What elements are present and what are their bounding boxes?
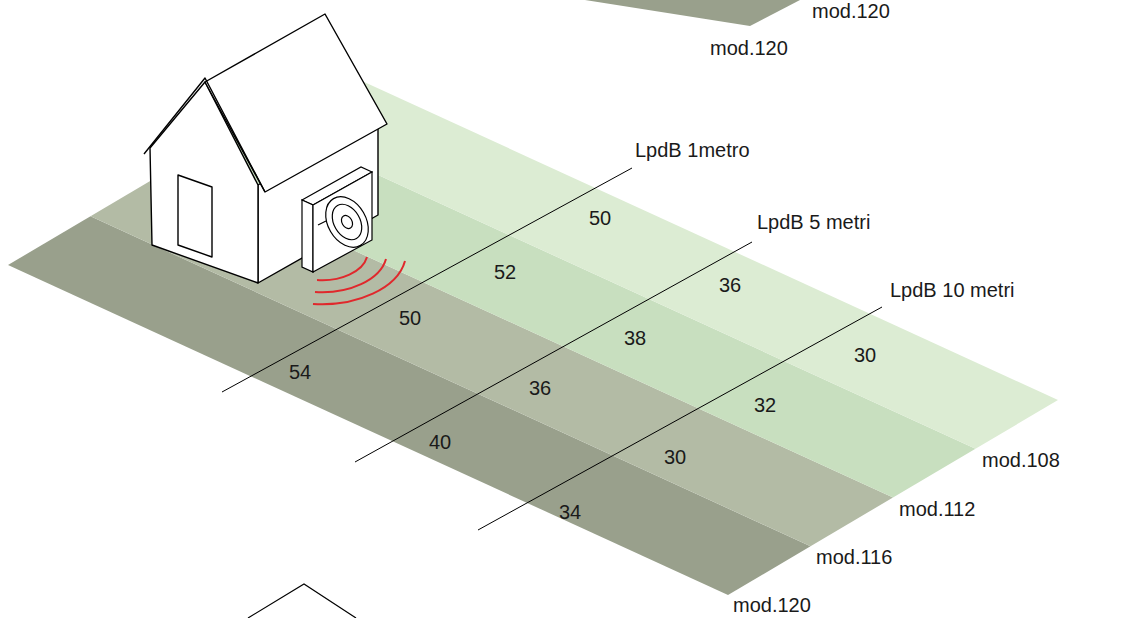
fan-grille: [326, 199, 368, 245]
sound-wave: [315, 259, 386, 292]
sound-level: 38: [624, 328, 646, 348]
heat-pump-side: [302, 200, 313, 272]
fan-grille: [317, 189, 377, 255]
sound-level: 50: [589, 208, 611, 228]
house-roof: [205, 14, 387, 192]
heat-pump-front: [313, 172, 372, 272]
distance-label: LpdB 1metro: [635, 140, 750, 160]
sound-level: 30: [854, 345, 876, 365]
measure-line: [355, 242, 752, 462]
house: [144, 14, 387, 283]
sound-level: 50: [399, 308, 421, 328]
sound-wave: [317, 257, 367, 280]
fan-hub: [339, 213, 355, 230]
model-label: mod.116: [816, 547, 892, 567]
distance-label: LpdB 5 metri: [757, 212, 870, 232]
model-label: mod.108: [982, 450, 1060, 470]
model-label: mod.112: [899, 499, 975, 519]
house-roof: [248, 584, 356, 618]
house-door: [178, 175, 212, 257]
ground-band: [585, 0, 800, 26]
measure-line: [478, 307, 882, 530]
sound-level: 30: [664, 447, 686, 467]
distance-label: LpdB 10 metri: [890, 280, 1015, 300]
sound-level: 36: [529, 378, 551, 398]
sound-level: 36: [719, 275, 741, 295]
sound-level: 52: [494, 262, 516, 282]
model-label: mod.120: [710, 38, 788, 58]
sound-wave: [313, 261, 405, 304]
sound-level: 54: [289, 362, 311, 382]
heat-pump: [302, 167, 377, 272]
sound-level: 32: [754, 395, 776, 415]
model-label: mod.120: [733, 595, 811, 615]
roof-edge: [144, 78, 265, 192]
model-label: mod.120: [812, 1, 890, 21]
sound-level: 40: [429, 432, 451, 452]
unit-logo: [318, 221, 326, 225]
sound-level: 34: [559, 502, 581, 522]
sound-waves: [313, 257, 405, 304]
